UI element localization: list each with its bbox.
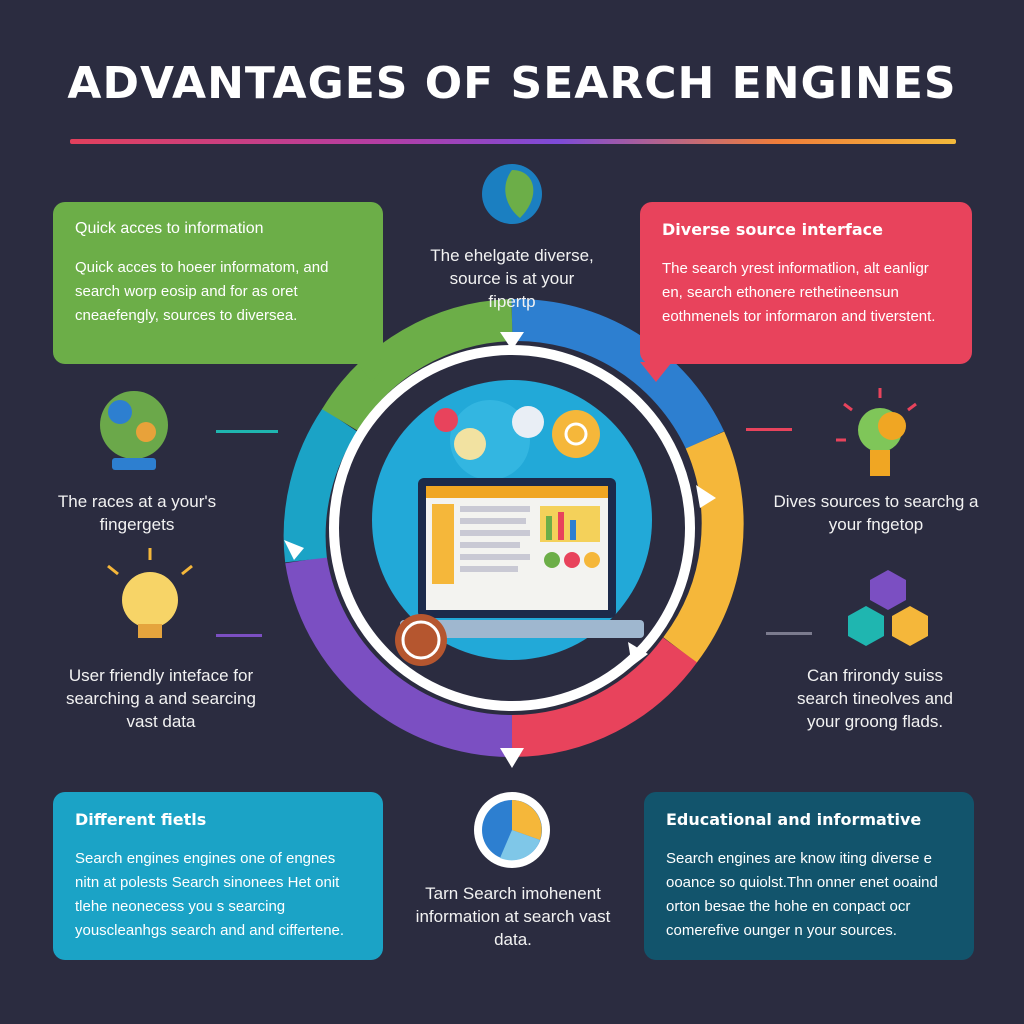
hexagons-icon: [848, 570, 928, 646]
card-body: Search engines engines one of engnes nit…: [75, 850, 345, 939]
label-top-center: The ehelgate diverse, source is at your …: [430, 246, 594, 311]
lightbulb-icon: [107, 548, 193, 638]
ring-arrow-left: [284, 540, 304, 560]
ring-segment-yellow: [663, 431, 744, 663]
ring-segment-green: [322, 299, 513, 432]
ring-arrow-top: [500, 332, 524, 350]
lightbulb-icon: [836, 388, 917, 476]
ring-arrow-bottom: [500, 748, 524, 768]
page-title: ADVANTAGES OF SEARCH ENGINES: [67, 58, 957, 109]
card-heading: Quick acces to information: [75, 220, 264, 237]
card-different-fields: Different fietls Search engines engines …: [53, 792, 383, 960]
ring-segment-red: [511, 637, 698, 757]
title-divider: [70, 139, 956, 144]
connector-right-upper: [746, 428, 792, 431]
label-left-lower: User friendly inteface for searching a a…: [66, 666, 256, 731]
card-educational: Educational and informative Search engin…: [644, 792, 974, 960]
card-heading: Educational and informative: [666, 810, 922, 829]
ring-segment-cyan: [283, 408, 358, 563]
label-left-upper: The races at a your's fingergets: [57, 492, 217, 534]
ring-segment-purple: [285, 556, 513, 758]
ring-arrow-lower-right: [628, 642, 648, 666]
card-body: The search yrest informatlion, alt eanli…: [662, 260, 936, 325]
connector-left-upper: [216, 430, 278, 433]
card-body: Search engines are know iting diverse e …: [666, 850, 938, 939]
card-tail: [356, 362, 388, 382]
connector-right-lower: [766, 632, 812, 635]
label-bottom-center: Tarn Search imohenent information at sea…: [415, 884, 611, 949]
ring-segment-blue: [511, 298, 725, 450]
label-right-upper: Dives sources to searchg a your fngetop: [773, 492, 979, 534]
card-heading: Diverse source interface: [662, 220, 883, 239]
card-heading: Different fietls: [75, 810, 207, 829]
card-tail: [640, 362, 672, 382]
pie-chart-icon: [474, 792, 550, 868]
connector-left-lower: [216, 634, 262, 637]
float-icons: [395, 406, 600, 666]
globe-icon: [100, 391, 168, 470]
label-right-lower: Can frirondy suiss search tineolves and …: [797, 666, 953, 731]
card-quick-access: Quick acces to information Quick acces t…: [53, 202, 383, 364]
card-diverse-source: Diverse source interface The search yres…: [640, 202, 972, 364]
ring-arrow-right: [696, 485, 716, 508]
laptop-icon: [400, 478, 644, 638]
card-body: Quick acces to hoeer informatom, and sea…: [75, 259, 329, 324]
leaf-globe-icon: [482, 164, 542, 224]
